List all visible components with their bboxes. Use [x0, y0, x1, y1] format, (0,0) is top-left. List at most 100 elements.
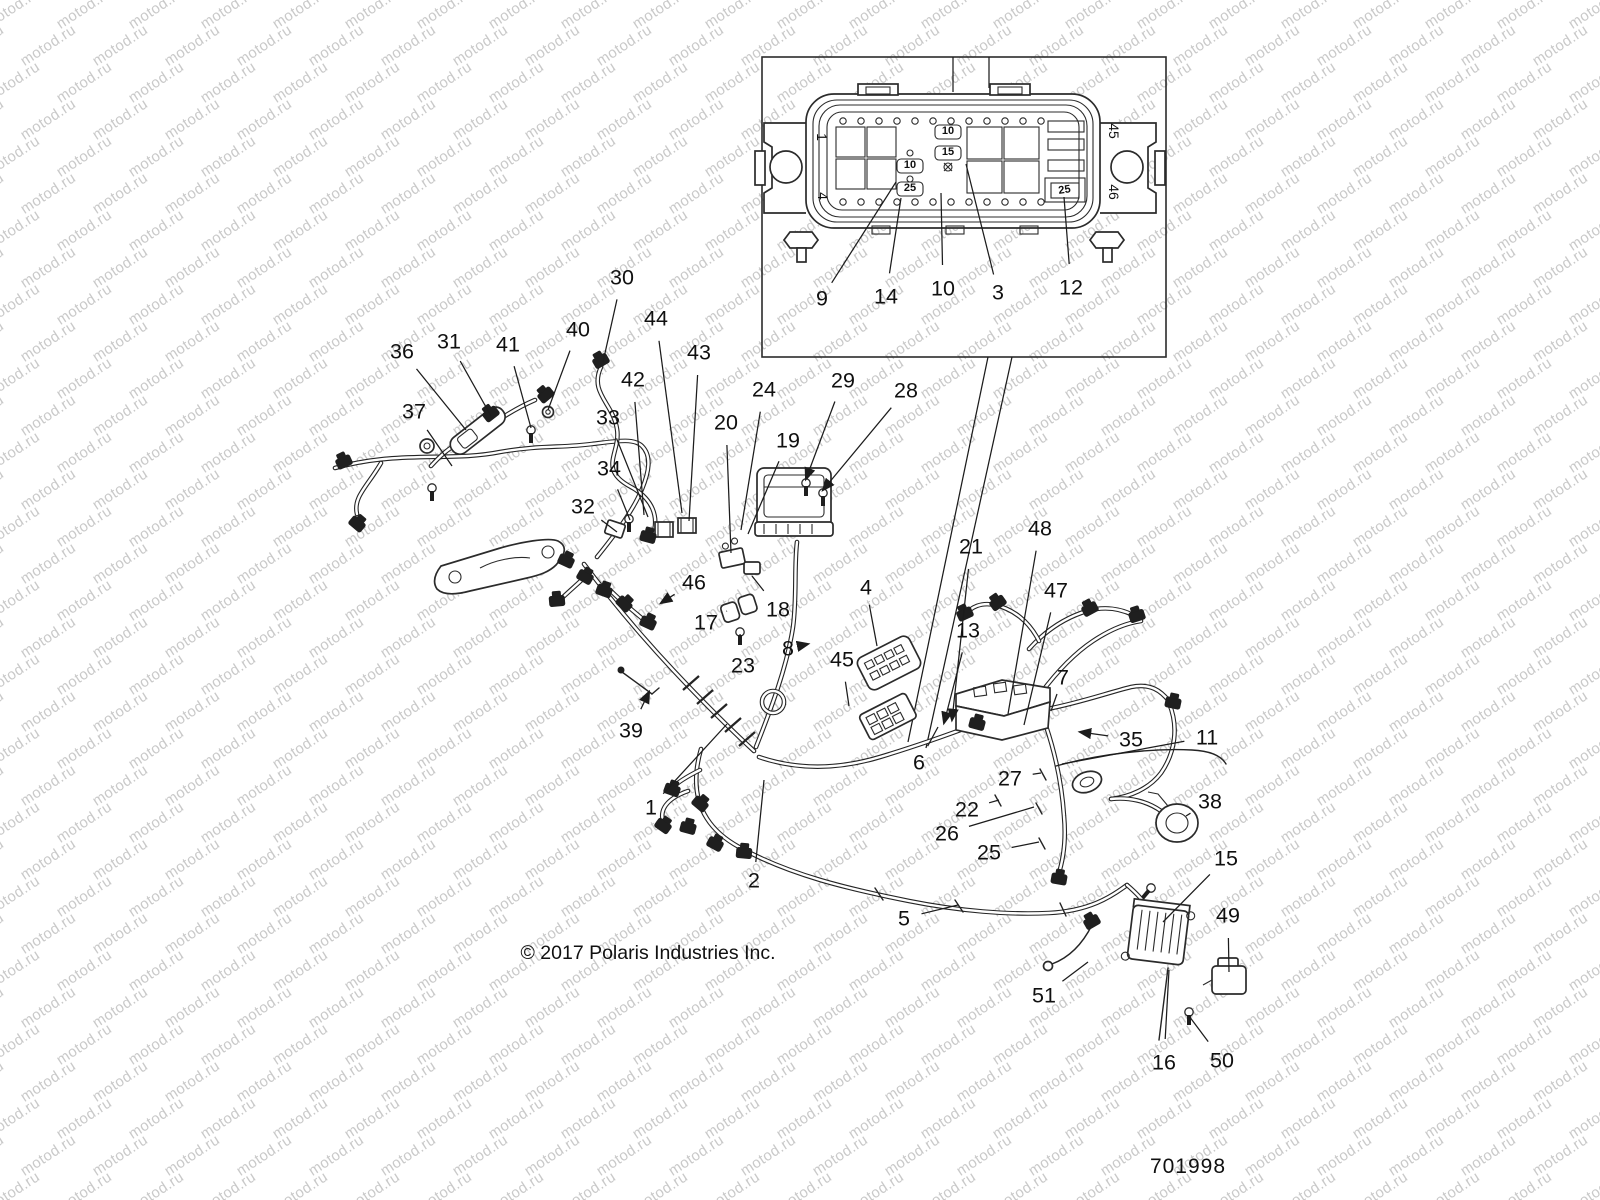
callout-number: 2 [748, 869, 760, 893]
callout-40: 40 [547, 318, 590, 411]
callout-number: 49 [1216, 904, 1240, 928]
leader-line [1032, 772, 1042, 775]
callout-24: 24 [740, 378, 776, 531]
callout-45: 45 [830, 648, 854, 707]
grommet [1071, 770, 1103, 794]
leader-line [1162, 873, 1211, 923]
copyright-text: © 2017 Polaris Industries Inc. [520, 942, 776, 964]
callout-25: 25 [977, 841, 1040, 865]
leader-line [868, 604, 878, 647]
callout-number: 25 [977, 841, 1001, 865]
leader-line [1011, 841, 1040, 849]
callout-number: 11 [1196, 726, 1218, 750]
callout-number: 31 [437, 330, 461, 354]
inset-link-line [907, 356, 989, 743]
leader-line [617, 489, 631, 521]
callout-number: 45 [830, 648, 854, 672]
callout-10: 10 [931, 192, 955, 301]
leader-line [921, 904, 959, 915]
drawing-number: 701998 [1149, 1155, 1227, 1178]
leader-line [927, 726, 939, 747]
fuse-amp-label: 25 [1058, 183, 1072, 197]
callout-number: 33 [596, 406, 620, 430]
fuse-amp-label: 10 [942, 125, 954, 137]
callout-38: 38 [1185, 790, 1222, 817]
inset-side-label: 46 [1106, 184, 1122, 200]
fuse-amp-label: 25 [904, 182, 916, 194]
callout-number: 32 [571, 495, 595, 519]
callout-number: 22 [955, 798, 979, 822]
ecu-module [754, 467, 834, 537]
callout-16: 16 [1152, 969, 1176, 1075]
callout-number: 5 [898, 907, 910, 931]
callout-number: 35 [1119, 728, 1143, 752]
callout-number: 10 [931, 277, 955, 301]
leader-line [658, 340, 683, 514]
callout-27: 27 [998, 767, 1042, 791]
callout-19: 19 [747, 429, 800, 535]
washer [541, 405, 555, 419]
callout-number: 51 [1032, 984, 1056, 1008]
fuse-amp-label: 10 [904, 159, 916, 171]
inset-frame [761, 56, 1167, 358]
fuse-amp-label: 15 [942, 146, 954, 158]
connector-49 [1202, 957, 1247, 995]
callout-number: 6 [913, 751, 925, 775]
callout-number: 8 [782, 637, 794, 661]
leader-line [844, 681, 850, 707]
callout-number: 12 [1059, 276, 1083, 300]
leader-line [459, 360, 492, 417]
callout-number: 36 [390, 340, 414, 364]
callout-30: 30 [602, 266, 634, 363]
leader-line [755, 779, 765, 863]
callout-number: 15 [1214, 847, 1238, 871]
callout-23: 23 [731, 633, 755, 678]
callout-34: 34 [597, 457, 631, 521]
leader-line [965, 163, 995, 275]
callout-number: 24 [752, 378, 776, 402]
callout-number: 3 [992, 281, 1004, 305]
leader-line [821, 407, 892, 492]
callout-43: 43 [687, 341, 711, 522]
inset-side-label: 45 [1106, 123, 1122, 139]
callout-number: 34 [597, 457, 621, 481]
leader-line [600, 519, 618, 533]
leader-line [751, 575, 765, 592]
callout-13: 13 [941, 619, 980, 726]
grommet-small [419, 438, 435, 454]
fuse-holder-block [858, 692, 917, 741]
leader-line [831, 181, 897, 284]
leader-line [888, 197, 902, 274]
callout-35: 35 [1077, 727, 1143, 752]
leader-line [426, 429, 453, 467]
callout-number: 20 [714, 411, 738, 435]
callout-3: 3 [965, 163, 1004, 305]
leader-line [1063, 196, 1070, 265]
callout-41: 41 [496, 333, 532, 429]
leader-line [547, 350, 571, 411]
leader-line [602, 299, 618, 363]
leader-line [1227, 937, 1230, 973]
callout-number: 17 [694, 611, 718, 635]
callout-7: 7 [1050, 666, 1069, 712]
leader-line [1077, 727, 1109, 740]
callout-48: 48 [1007, 517, 1052, 715]
callout-6: 6 [913, 726, 939, 775]
callout-20: 20 [714, 411, 738, 554]
callout-number: 1 [645, 796, 657, 820]
callout-number: 38 [1198, 790, 1222, 814]
callout-number: 48 [1028, 517, 1052, 541]
callout-17: 17 [694, 610, 728, 635]
callout-36: 36 [390, 340, 467, 431]
horn [1147, 791, 1199, 843]
callout-number: 44 [644, 307, 668, 331]
leader-line [740, 411, 761, 531]
leader-line [947, 568, 970, 723]
leader-line [1023, 612, 1052, 726]
callout-15: 15 [1162, 847, 1238, 923]
callout-number: 26 [935, 822, 959, 846]
callout-22: 22 [955, 798, 1000, 822]
